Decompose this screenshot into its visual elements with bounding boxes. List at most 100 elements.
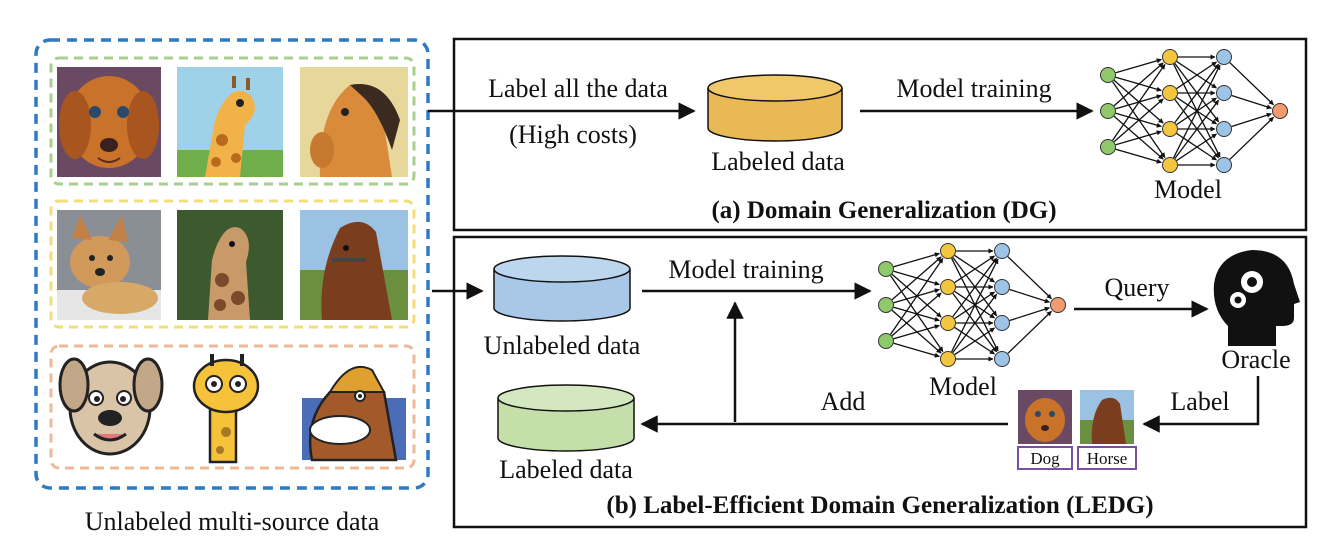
hidden2-node	[1216, 49, 1232, 65]
dg-model-network	[1100, 49, 1288, 173]
label-all-text: Label all the data	[488, 74, 668, 103]
network-edge	[1009, 306, 1050, 322]
dg-panel: Label all the data (High costs) Labeled …	[428, 37, 1308, 232]
input-node	[1100, 103, 1116, 119]
hidden2-node	[994, 279, 1010, 295]
hidden2-node	[1216, 85, 1232, 101]
labeled-dog-sample	[1018, 390, 1072, 444]
network-edge	[954, 327, 995, 356]
network-edge	[1115, 130, 1162, 146]
hidden1-node	[1162, 49, 1178, 65]
left-panel: Unlabeled multi-source data	[34, 38, 430, 536]
output-node	[1272, 103, 1288, 119]
network-edge	[1115, 58, 1162, 74]
network-edge	[893, 324, 940, 340]
cartoon-domain-box	[49, 344, 416, 470]
label-return-arrow	[1142, 376, 1260, 433]
network-edge	[893, 342, 940, 358]
label-text: Label	[1170, 387, 1229, 416]
hidden1-node	[1162, 121, 1178, 137]
hidden2-node	[1216, 157, 1232, 173]
input-node	[878, 297, 894, 313]
horse-tag-text: Horse	[1087, 449, 1128, 468]
labeled-horse-sample	[1080, 390, 1134, 444]
input-node	[878, 333, 894, 349]
hidden1-node	[940, 243, 956, 259]
hidden1-node	[1162, 157, 1178, 173]
high-costs-text: (High costs)	[509, 120, 637, 149]
photo-horse-image	[300, 210, 408, 320]
network-edge	[1112, 63, 1166, 141]
network-edge	[1229, 62, 1274, 106]
dg-panel-border	[452, 37, 1308, 232]
input-node	[878, 261, 894, 277]
network-edge	[1231, 112, 1272, 128]
input-node	[1100, 139, 1116, 155]
network-edge	[954, 255, 995, 284]
ledg-labeled-data-cylinder	[497, 384, 635, 452]
painting-domain-box	[49, 56, 416, 186]
network-edge	[1007, 256, 1052, 300]
ledg-panel-border	[452, 235, 1308, 529]
photo-domain-box	[49, 199, 416, 329]
network-edge	[1009, 288, 1050, 304]
network-edge	[893, 252, 940, 268]
network-edge	[1174, 63, 1220, 123]
painting-dog-image	[57, 67, 161, 177]
dog-tag-text: Dog	[1030, 449, 1060, 468]
network-edge	[1176, 133, 1217, 162]
dg-model-training-text: Model training	[896, 74, 1051, 103]
network-edge	[1231, 94, 1272, 110]
ledg-model-network	[878, 243, 1066, 367]
hidden1-node	[940, 315, 956, 331]
network-edge	[1113, 98, 1164, 143]
dog-tag-box	[1017, 446, 1073, 470]
cartoon-giraffe-image	[192, 354, 260, 464]
network-edge	[1172, 64, 1221, 159]
output-node	[1050, 297, 1066, 313]
hidden2-node	[994, 243, 1010, 259]
hidden1-node	[1162, 85, 1178, 101]
photo-dog-image	[57, 210, 161, 320]
ledg-labeled-data-text: Labeled data	[499, 455, 633, 484]
hidden2-node	[994, 315, 1010, 331]
painting-giraffe-image	[177, 67, 283, 177]
oracle-head-icon	[1213, 250, 1300, 346]
horse-tag-box	[1077, 446, 1137, 470]
ledg-model-text: Model	[929, 372, 997, 401]
network-edge	[891, 256, 942, 301]
network-edge	[1176, 61, 1217, 90]
hidden2-node	[1216, 121, 1232, 137]
ledg-title: (b) Label-Efficient Domain Generalizatio…	[606, 492, 1153, 519]
ledg-model-training-text: Model training	[668, 255, 823, 284]
photo-giraffe-image	[177, 210, 283, 320]
query-text: Query	[1105, 273, 1170, 302]
unlabeled-data-text: Unlabeled data	[484, 331, 641, 360]
network-edge	[950, 258, 999, 353]
network-edge	[891, 292, 942, 337]
network-edge	[952, 293, 998, 353]
network-edge	[1007, 310, 1052, 354]
dg-title: (a) Domain Generalization (DG)	[711, 197, 1056, 224]
hidden1-node	[940, 279, 956, 295]
network-edge	[952, 257, 998, 317]
painting-horse-image	[300, 67, 408, 177]
add-text: Add	[821, 387, 866, 416]
multi-source-caption: Unlabeled multi-source data	[85, 507, 380, 536]
network-edge	[1113, 62, 1164, 107]
multi-source-border	[34, 38, 430, 490]
input-node	[1100, 67, 1116, 83]
dg-labeled-data-cylinder	[707, 74, 843, 142]
cartoon-horse-image	[302, 365, 406, 462]
hidden1-node	[940, 351, 956, 367]
network-edge	[1174, 99, 1220, 159]
oracle-text: Oracle	[1221, 345, 1290, 374]
ledg-panel: Unlabeled data Model training Model Quer…	[432, 235, 1308, 529]
network-edge	[890, 257, 944, 335]
dg-model-text: Model	[1154, 175, 1222, 204]
hidden2-node	[994, 351, 1010, 367]
network-edge	[1115, 148, 1162, 164]
network-edge	[1229, 116, 1274, 160]
cartoon-dog-image	[58, 357, 164, 456]
